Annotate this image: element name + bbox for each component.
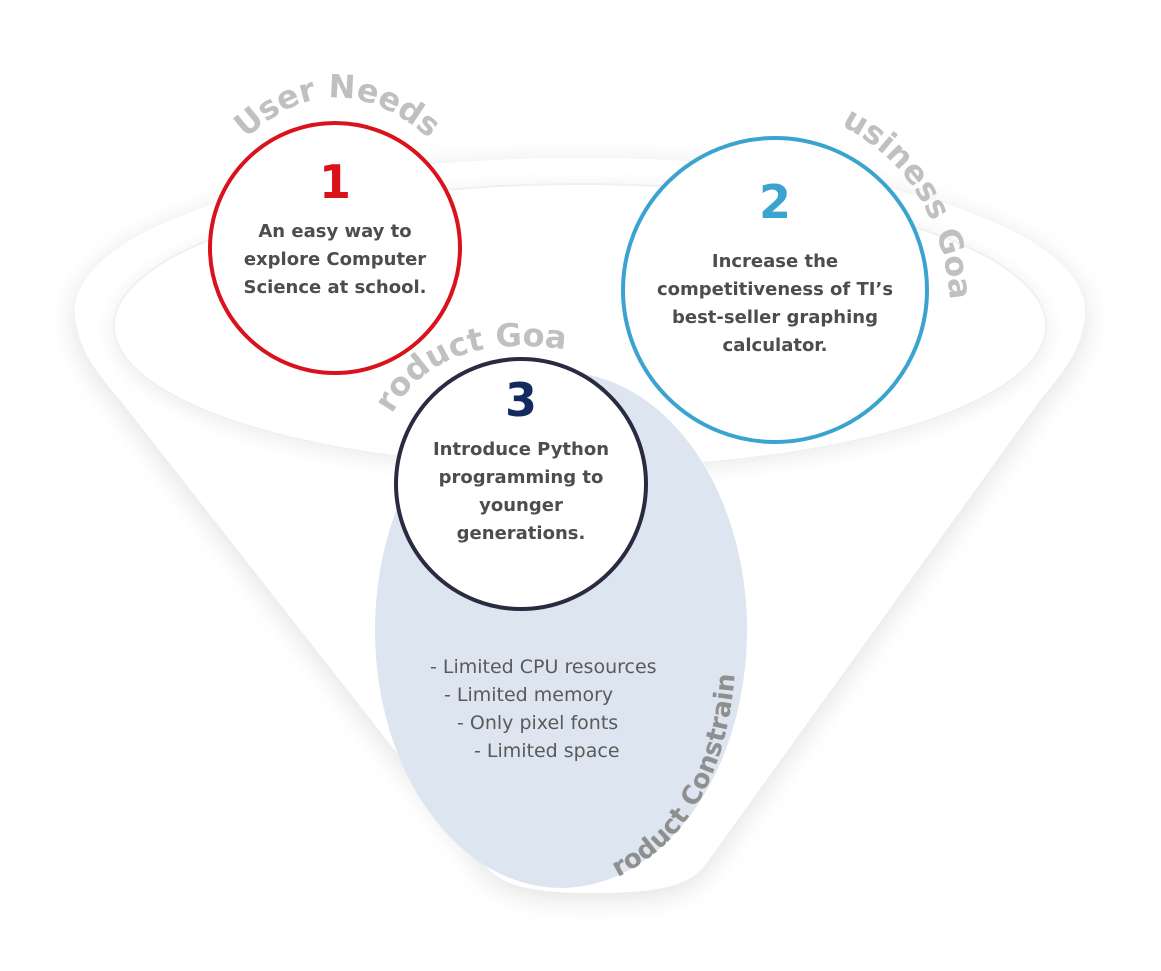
- step-2-number: 2: [759, 175, 791, 229]
- step-1-line-3: Science at school.: [244, 277, 427, 298]
- step-3-line-1: Introduce Python: [433, 439, 609, 460]
- step-1-node: 1 An easy way to explore Computer Scienc…: [208, 121, 462, 375]
- step-1-circle: [208, 121, 462, 375]
- step-3-node: 3 Introduce Python programming to younge…: [394, 357, 648, 611]
- step-3-number: 3: [505, 373, 537, 427]
- step-1-line-2: explore Computer: [244, 249, 426, 270]
- constraint-item: - Limited memory: [444, 684, 613, 706]
- step-2-line-2: competitiveness of TI’s: [657, 279, 893, 300]
- step-2-line-1: Increase the: [712, 251, 838, 272]
- step-1-line-1: An easy way to: [258, 221, 411, 242]
- step-3-line-2: programming to: [439, 467, 604, 488]
- step-2-line-4: calculator.: [723, 335, 828, 356]
- step-2-circle: [621, 136, 929, 444]
- step-3-line-3: younger: [479, 495, 563, 516]
- step-1-number: 1: [319, 155, 351, 209]
- step-3-line-4: generations.: [457, 523, 586, 544]
- constraint-item: - Only pixel fonts: [457, 712, 618, 734]
- constraint-item: - Limited CPU resources: [430, 656, 657, 678]
- step-2-line-3: best-seller graphing: [672, 307, 878, 328]
- constraints-list: - Limited CPU resources - Limited memory…: [430, 656, 657, 762]
- step-3-circle: [394, 357, 648, 611]
- step-2-node: 2 Increase the competitiveness of TI’s b…: [621, 136, 929, 444]
- constraint-item: - Limited space: [474, 740, 620, 762]
